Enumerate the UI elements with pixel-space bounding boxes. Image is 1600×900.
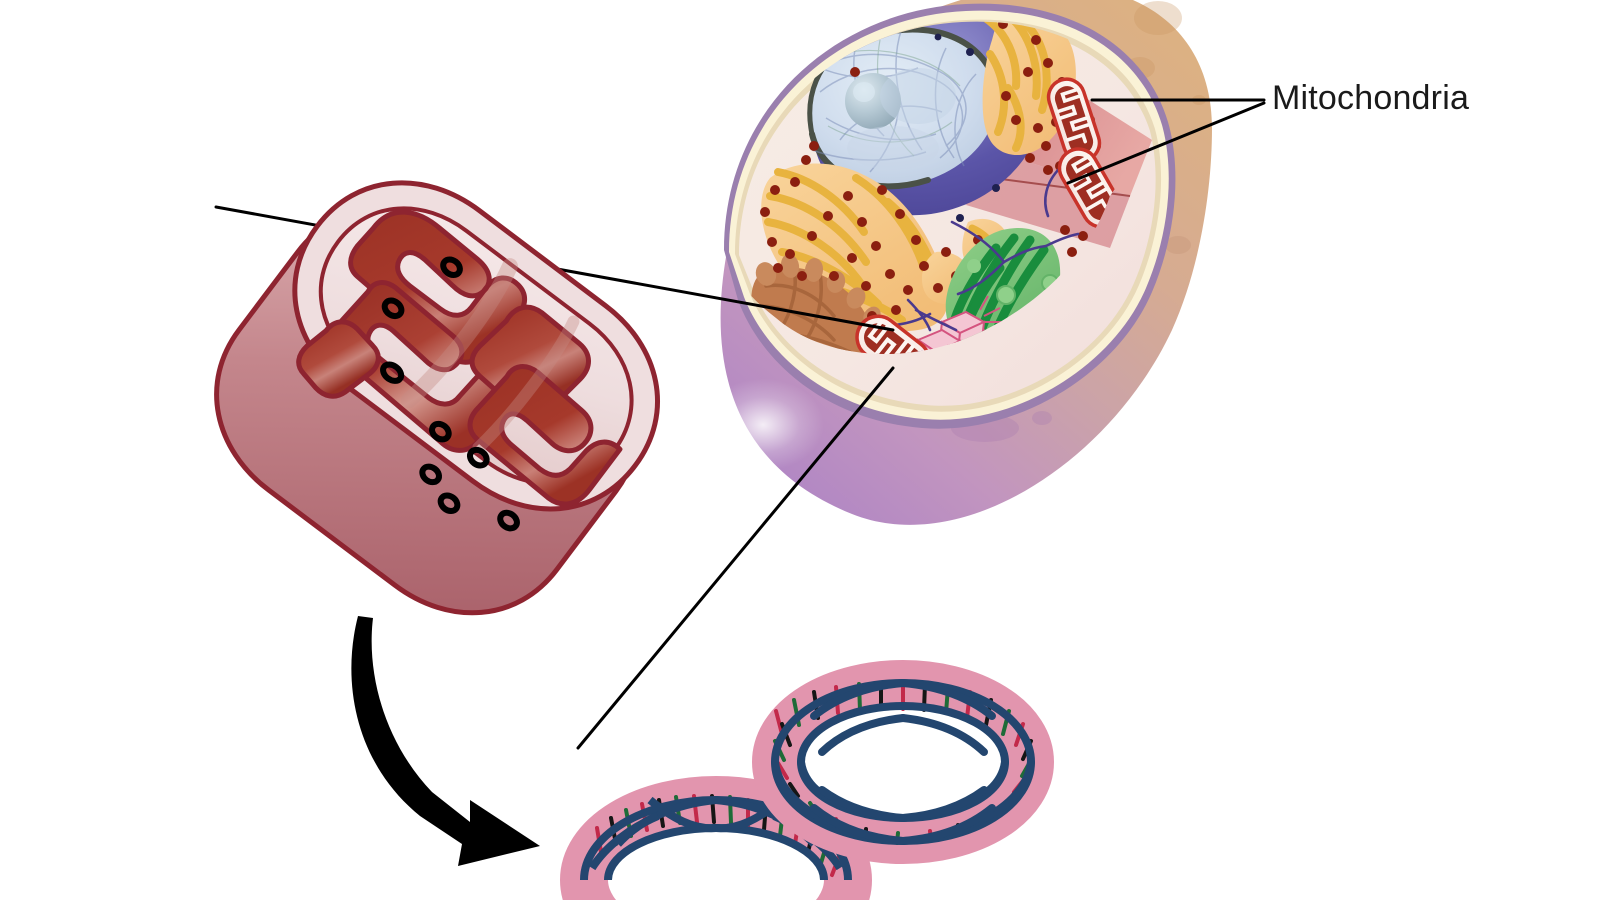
nucleolus-highlight bbox=[853, 82, 875, 102]
mtdna-helix bbox=[771, 679, 1035, 845]
nucleus bbox=[807, 21, 1044, 232]
leader-detail-bottom bbox=[576, 366, 895, 750]
mitochondrion-lower bbox=[1057, 147, 1123, 229]
arrow-shape bbox=[351, 616, 540, 866]
cristae bbox=[296, 209, 623, 507]
matrix-highlights bbox=[400, 258, 580, 454]
nucleoplasm-blob bbox=[847, 126, 939, 170]
mtdna-crossings bbox=[771, 679, 1035, 845]
mtdna-helix bbox=[580, 794, 852, 881]
mitochondrion-cutaway bbox=[214, 180, 660, 616]
label-mitochondria: Mitochondria bbox=[1272, 79, 1470, 117]
mito-cristae bbox=[1056, 87, 1090, 144]
mtdna-circle-upper bbox=[752, 660, 1054, 864]
eukaryotic-cell bbox=[708, 0, 1212, 525]
crista bbox=[296, 319, 381, 399]
cell-cutaway bbox=[724, 3, 1176, 429]
leader-to-lower-cell-mitochondrion bbox=[1066, 101, 1266, 185]
nucleoplasm-blob bbox=[880, 68, 956, 124]
mtdna-circle-lower bbox=[560, 776, 873, 900]
crista bbox=[329, 280, 518, 453]
crista bbox=[467, 364, 623, 507]
mtdna-arrow bbox=[351, 616, 540, 866]
mitochondrial-dna bbox=[560, 660, 1054, 900]
mtdna-nucleoids bbox=[380, 256, 520, 532]
